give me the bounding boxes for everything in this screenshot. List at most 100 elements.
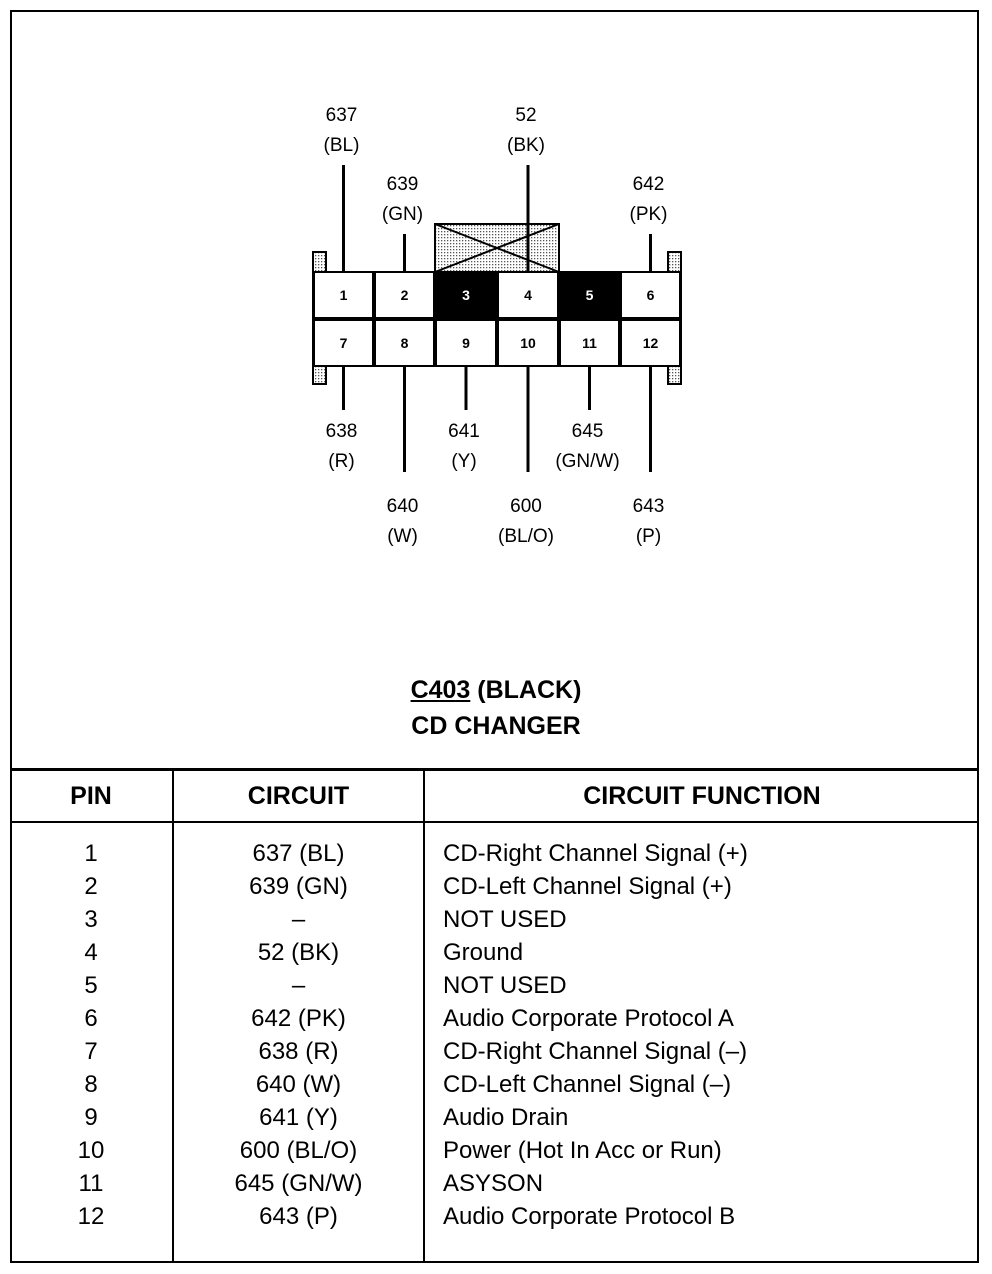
cavity-number: 5 [586, 287, 594, 303]
table-row: 4 52 (BK)Ground [10, 936, 979, 969]
connector-cavity-3: 3 [435, 271, 497, 319]
wire-color-code: (BL) [324, 135, 360, 156]
wire-color-code: (Y) [451, 451, 476, 472]
wire-pin-8: 640(W) [387, 366, 419, 547]
wire-circuit-number: 639 [387, 174, 419, 195]
cavity-number: 6 [647, 287, 655, 303]
table-row: 5 –NOT USED [10, 969, 979, 1002]
circuit-cell: – [172, 903, 424, 936]
wire-pin-10: 600 (BL/O) [498, 366, 554, 547]
connector-cavity-12: 12 [620, 319, 681, 367]
pin-cell: 9 [84, 1104, 98, 1131]
circuit-cell: 643 (P) [172, 1200, 424, 1263]
circuit-cell: 52 (BK) [172, 936, 424, 969]
header-circuit: CIRCUIT [172, 768, 424, 823]
header-pin: PIN [10, 768, 173, 823]
pin-cell: 7 [84, 1038, 98, 1065]
cavity-number: 12 [643, 335, 659, 351]
wire-pin-7: 638 (R) [326, 366, 358, 472]
pin-cell: 4 [84, 939, 98, 966]
pin-cell: 11 [78, 1170, 104, 1197]
table-row: 1 637 (BL)CD-Right Channel Signal (+) [10, 822, 979, 870]
cavity-number: 2 [401, 287, 409, 303]
circuit-cell: 639 (GN) [172, 870, 424, 903]
wire-circuit-number: 641 [448, 421, 480, 442]
table-row: 2 639 (GN)CD-Left Channel Signal (+) [10, 870, 979, 903]
function-cell: NOT USED [423, 969, 979, 1002]
connector-color: (BLACK) [477, 676, 582, 704]
function-cell: CD-Left Channel Signal (+) [423, 870, 979, 903]
header-circuit-function: CIRCUIT FUNCTION [423, 768, 979, 823]
wire-pin-12: 643 (P) [633, 366, 665, 547]
wire-color-code: (BK) [507, 135, 545, 156]
circuit-cell: 600 (BL/O) [172, 1134, 424, 1167]
pin-cell: 8 [84, 1071, 98, 1098]
wire-circuit-number: 52 [515, 105, 536, 126]
wire-color-code: (BL/O) [498, 526, 554, 547]
table-row: 9 641 (Y)Audio Drain [10, 1101, 979, 1134]
table-row: 3 –NOT USED [10, 903, 979, 936]
function-cell: CD-Right Channel Signal (+) [423, 822, 979, 870]
circuit-cell: 640 (W) [172, 1068, 424, 1101]
wire-circuit-number: 642 [633, 174, 665, 195]
function-cell: Audio Drain [423, 1101, 979, 1134]
table-row: 11 645 (GN/W)ASYSON [10, 1167, 979, 1200]
function-cell: Ground [423, 936, 979, 969]
wire-pin-4: 52 (BK) [507, 105, 545, 272]
wire-circuit-number: 637 [326, 105, 358, 126]
wire-color-code: (P) [636, 526, 661, 547]
wire-circuit-number: 645 [572, 421, 604, 442]
wire-circuit-number: 640 [387, 496, 419, 517]
wire-color-code: (GN/W) [555, 451, 619, 472]
wire-pin-2: 639 (GN) [382, 174, 423, 272]
connector-name: CD CHANGER [411, 712, 581, 740]
pin-cell: 2 [84, 873, 98, 900]
cavity-number: 8 [401, 335, 409, 351]
connector-cavity-10: 10 [497, 319, 559, 367]
cavity-number: 10 [520, 335, 536, 351]
connector-title: C403 (BLACK) CD CHANGER [0, 672, 992, 744]
wire-circuit-number: 638 [326, 421, 358, 442]
connector-cavity-8: 8 [374, 319, 435, 367]
function-cell: NOT USED [423, 903, 979, 936]
circuit-cell: – [172, 969, 424, 1002]
connector-key [434, 223, 560, 273]
wire-pin-9: 641 (Y) [448, 366, 480, 472]
cavity-number: 7 [340, 335, 348, 351]
pin-cell: 10 [77, 1137, 105, 1164]
pin-cell: 6 [84, 1005, 98, 1032]
cavity-number: 11 [582, 335, 597, 351]
wire-color-code: (R) [328, 451, 354, 472]
table-row: 7 638 (R)CD-Right Channel Signal (–) [10, 1035, 979, 1068]
pin-cell: 12 [77, 1203, 105, 1230]
function-cell: CD-Right Channel Signal (–) [423, 1035, 979, 1068]
wire-pin-6: 642(PK) [630, 174, 668, 272]
circuit-cell: 637 (BL) [172, 822, 424, 870]
wire-pin-1: 637 (BL) [324, 105, 360, 272]
function-cell: ASYSON [423, 1167, 979, 1200]
pin-cell: 1 [84, 840, 98, 867]
cavity-number: 4 [524, 287, 532, 303]
pin-cell: 5 [84, 972, 98, 999]
circuit-cell: 638 (R) [172, 1035, 424, 1068]
circuit-cell: 642 (PK) [172, 1002, 424, 1035]
connector-cavity-6: 6 [620, 271, 681, 319]
connector-cavity-2: 2 [374, 271, 435, 319]
pin-cell: 3 [84, 906, 98, 933]
wire-color-code: (GN) [382, 204, 423, 225]
connector-cavity-7: 7 [313, 319, 374, 367]
circuit-cell: 645 (GN/W) [172, 1167, 424, 1200]
connector-cavity-11: 11 [559, 319, 620, 367]
table-row: 10 600 (BL/O)Power (Hot In Acc or Run) [10, 1134, 979, 1167]
function-cell: Power (Hot In Acc or Run) [423, 1134, 979, 1167]
connector-cavity-9: 9 [435, 319, 497, 367]
function-cell: Audio Corporate Protocol A [423, 1002, 979, 1035]
cavity-number: 1 [340, 287, 348, 303]
wire-circuit-number: 600 [510, 496, 542, 517]
circuit-cell: 641 (Y) [172, 1101, 424, 1134]
wire-circuit-number: 643 [633, 496, 665, 517]
cavity-number: 9 [462, 335, 470, 351]
